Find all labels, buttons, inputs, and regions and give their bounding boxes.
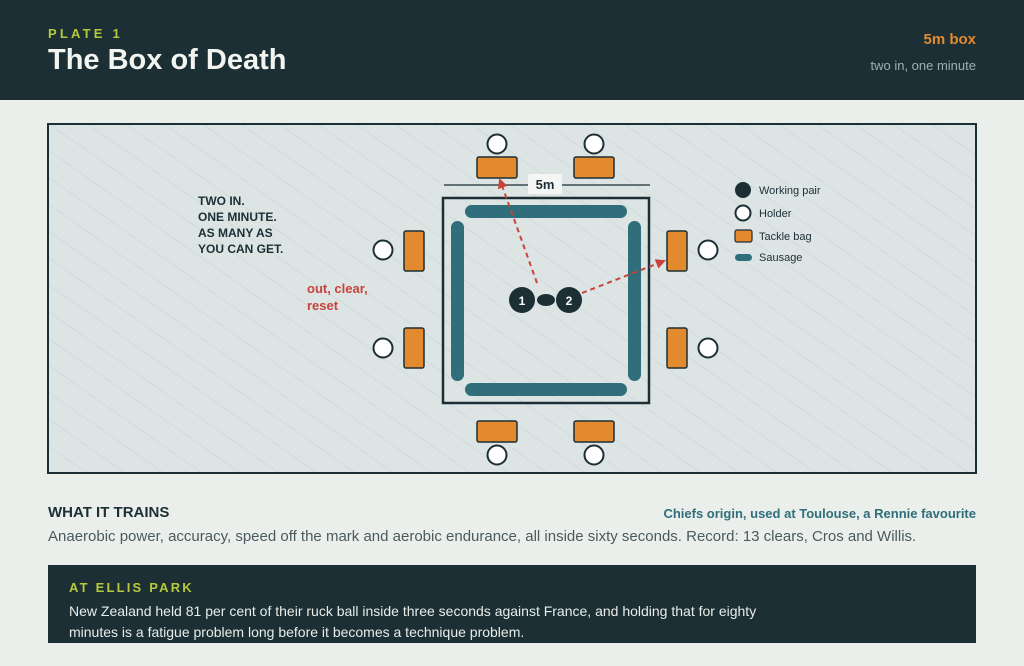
sausage-left (451, 221, 464, 381)
holder (486, 444, 508, 466)
working-pair-icon (735, 182, 751, 198)
instruction-line: YOU CAN GET. (198, 242, 283, 256)
player-two-label: 2 (566, 294, 573, 308)
box-size-label: 5m box (923, 31, 976, 48)
tackle-bag (573, 420, 615, 443)
tackle-bag (666, 230, 688, 272)
holder (583, 133, 605, 155)
tackle-bag-icon (734, 229, 753, 243)
callout-body: New Zealand held 81 per cent of their ru… (69, 603, 757, 640)
section-heading: WHAT IT TRAINS (48, 504, 170, 521)
movement-arrow (581, 259, 666, 294)
instruction-text: TWO IN. ONE MINUTE. AS MANY AS YOU CAN G… (198, 194, 283, 256)
drill-diagram: 5m 1 2 TWO IN. ONE MINUTE. AS MANY AS YO… (47, 123, 977, 474)
instruction-line: AS MANY AS (198, 226, 273, 240)
player-two (556, 287, 582, 313)
holder (697, 239, 719, 261)
instruction-line: ONE MINUTE. (198, 210, 277, 224)
player-one-label: 1 (519, 294, 526, 308)
plate-label: PLATE 1 (48, 26, 123, 41)
drill-note-line: reset (307, 298, 339, 313)
tackle-bag (573, 156, 615, 179)
callout-panel: AT ELLIS PARK New Zealand held 81 per ce… (48, 565, 976, 643)
holder-icon (734, 204, 752, 222)
holder (583, 444, 605, 466)
holder (372, 337, 394, 359)
ball (537, 294, 555, 306)
tackle-bag (403, 327, 425, 369)
sausage-icon (735, 254, 752, 261)
holder (372, 239, 394, 261)
tackle-bag (476, 156, 518, 179)
box-subtitle: two in, one minute (870, 58, 976, 73)
movement-arrow (497, 178, 538, 284)
sausage-bottom (465, 383, 627, 396)
tackle-bag (666, 327, 688, 369)
box-outline (441, 196, 651, 405)
section-body: Anaerobic power, accuracy, speed off the… (48, 528, 917, 545)
legend-label: Sausage (759, 252, 802, 264)
legend: Working pair Holder Tackle bag Sausage (734, 182, 821, 264)
callout-heading: AT ELLIS PARK (69, 580, 194, 595)
origin-note: Chiefs origin, used at Toulouse, a Renni… (663, 506, 976, 521)
drill-note: out, clear, reset (307, 281, 368, 313)
tackle-bag (403, 230, 425, 272)
dimension-label: 5m (536, 177, 555, 192)
sausage-top (465, 205, 627, 218)
player-one (509, 287, 535, 313)
holder (486, 133, 508, 155)
page-title: The Box of Death (48, 44, 287, 76)
dimension-label-bg (528, 174, 562, 194)
header: PLATE 1 The Box of Death 5m box two in, … (0, 0, 1024, 100)
tackle-bag (476, 420, 518, 443)
sausage-right (628, 221, 641, 381)
legend-label: Working pair (759, 185, 821, 197)
legend-label: Tackle bag (759, 231, 812, 243)
instruction-line: TWO IN. (198, 194, 245, 208)
legend-label: Holder (759, 208, 792, 220)
holder (697, 337, 719, 359)
drill-note-line: out, clear, (307, 281, 368, 296)
